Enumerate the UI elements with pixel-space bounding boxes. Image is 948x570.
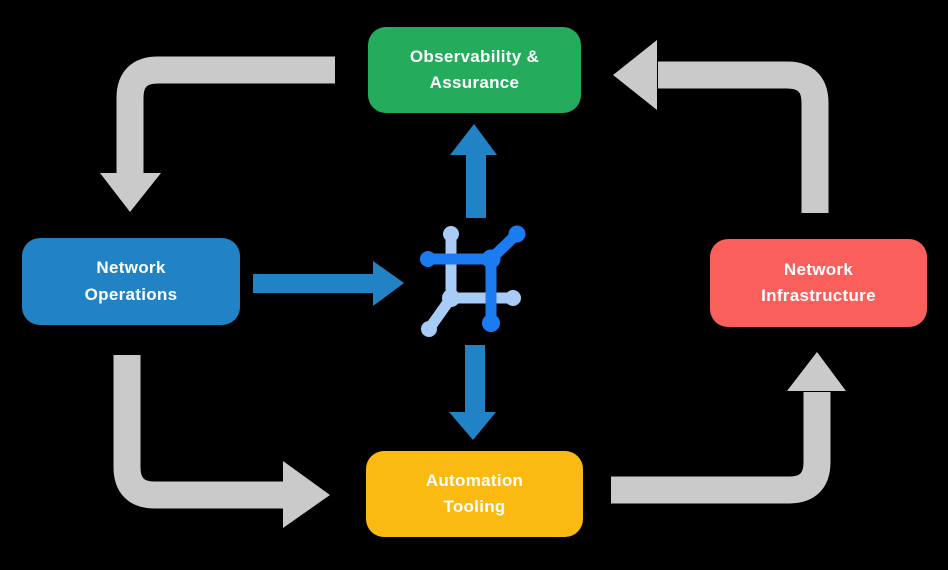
node-automation-tooling-label: Automation Tooling	[425, 470, 524, 516]
arrow-automation-to-infrastructure-head	[787, 352, 846, 391]
node-automation-tooling: Automation Tooling	[366, 451, 583, 537]
arrow-observability-to-operations	[116, 56, 335, 176]
arrow-operations-to-automation	[113, 355, 285, 509]
node-network-infrastructure: Network Infrastructure	[710, 239, 927, 327]
node-network-operations-label: Network Operations	[84, 258, 178, 304]
network-icon-light-strokes	[421, 226, 521, 337]
arrow-operations-to-automation-head	[283, 461, 330, 528]
network-icon-light-dots	[421, 226, 521, 337]
arrow-infrastructure-to-observability-head	[613, 40, 657, 110]
network-icon-dark-strokes	[420, 225, 526, 332]
network-nodes-icon	[420, 225, 526, 337]
network-icon-dark-dots	[420, 225, 526, 332]
cycle-arrow-shafts	[113, 56, 831, 509]
node-network-operations: Network Operations	[22, 238, 240, 325]
arrow-icon-to-automation	[449, 345, 496, 440]
node-observability-assurance: Observability & Assurance	[368, 27, 581, 113]
arrow-automation-to-infrastructure	[611, 392, 831, 504]
arrow-infrastructure-to-observability	[658, 61, 829, 213]
arrow-observability-to-operations-head	[100, 173, 161, 212]
cycle-arrow-heads	[100, 40, 846, 528]
node-observability-assurance-label: Observability & Assurance	[409, 46, 540, 92]
node-network-infrastructure-label: Network Infrastructure	[761, 259, 876, 305]
arrow-icon-to-observability	[450, 124, 497, 218]
flow-arrows	[253, 124, 497, 440]
arrow-operations-to-icon	[253, 261, 404, 306]
